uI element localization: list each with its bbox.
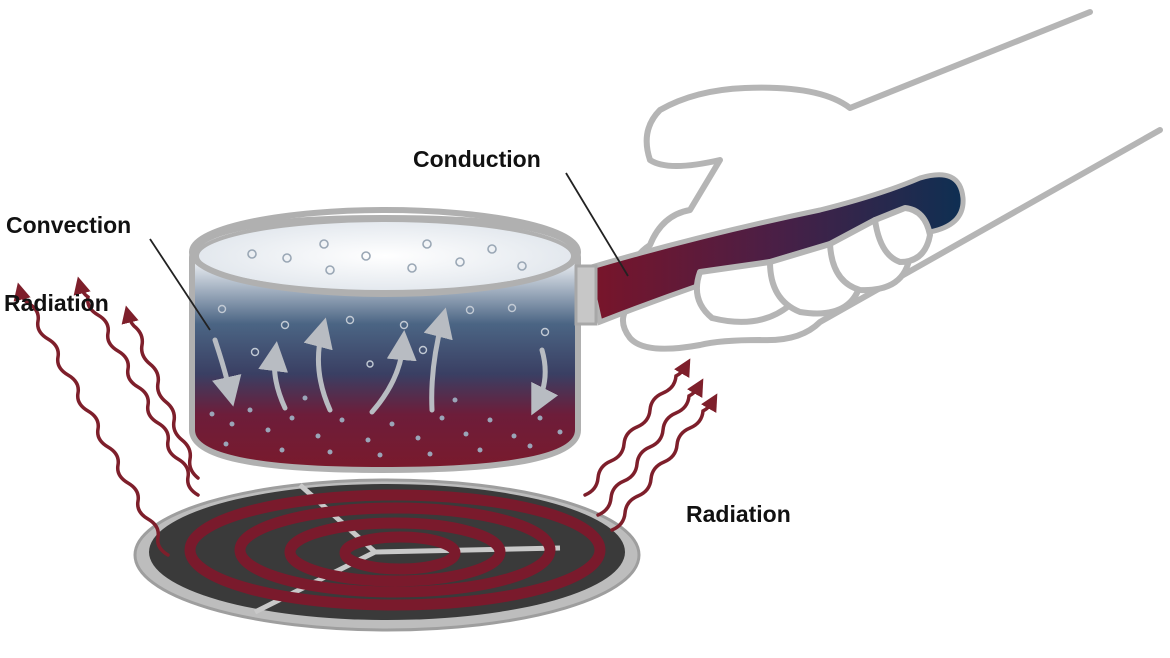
conduction-label: Conduction [413, 146, 541, 172]
pan-rim [189, 207, 581, 297]
heated-bubbles [209, 395, 563, 458]
water-bubbles [217, 303, 550, 368]
conduction-leader [565, 172, 629, 277]
hand-fingers [694, 205, 933, 325]
radiation-label-left: Radiation [4, 290, 109, 316]
radiation-label-right: Radiation [686, 501, 791, 527]
leader-lines [149, 172, 629, 331]
convection-label: Convection [6, 212, 132, 238]
surface-bubbles [247, 239, 527, 275]
radiation-waves-left [13, 276, 200, 557]
saucepan-icon [189, 207, 581, 474]
radiation-waves-right [583, 358, 718, 532]
convection-arrows [212, 307, 559, 416]
burner-coil [184, 489, 606, 611]
handle-bracket [574, 264, 598, 326]
convection-leader [149, 238, 211, 331]
burner [133, 478, 641, 632]
